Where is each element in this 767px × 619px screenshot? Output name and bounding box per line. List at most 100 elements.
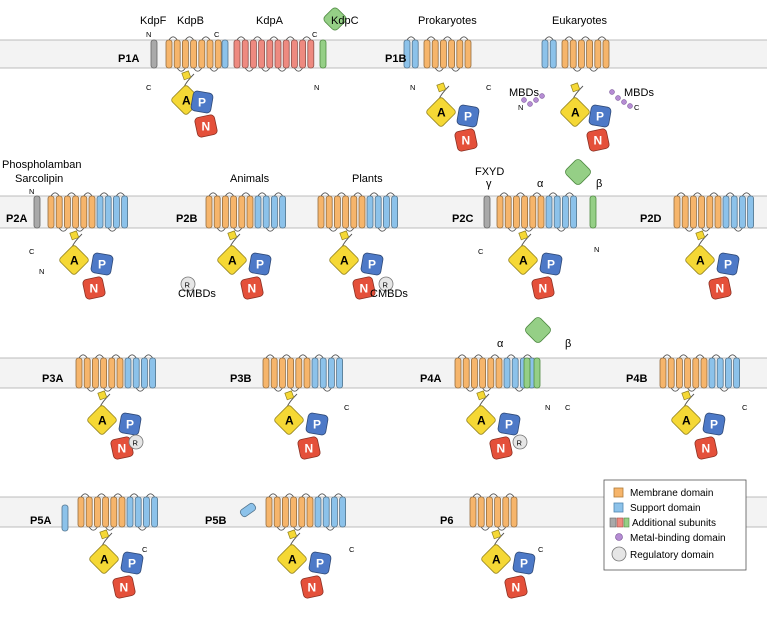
p3b-c: C bbox=[344, 403, 350, 412]
p4a-membrane-helix bbox=[470, 357, 478, 389]
kdpa-helix bbox=[274, 39, 282, 69]
p2b-animals-membrane-helix bbox=[238, 195, 246, 229]
p2c-n-letter: N bbox=[539, 282, 548, 296]
p6-a-domain bbox=[481, 544, 511, 574]
label-eukaryotes: Eukaryotes bbox=[552, 15, 608, 27]
p5a-support-loop bbox=[137, 526, 147, 531]
p5b-membrane-loop bbox=[268, 493, 278, 498]
kdpa-loop bbox=[269, 36, 279, 41]
p5b-support-helix bbox=[314, 496, 322, 528]
p3a-membrane-loop bbox=[103, 387, 113, 392]
p2d-membrane-helix bbox=[714, 195, 722, 229]
metal-binding-domain-right bbox=[609, 89, 615, 95]
p2a-membrane-loop bbox=[58, 227, 68, 232]
p1b-prok-n-domain bbox=[454, 128, 478, 152]
p4b-membrane-helix bbox=[676, 357, 683, 389]
p5a-support-helix bbox=[142, 496, 150, 528]
p2b-animals-support-helix bbox=[262, 195, 270, 229]
p5a-support-helix bbox=[134, 496, 142, 528]
p3b-support-loop bbox=[331, 354, 340, 359]
p4a-membrane-loop bbox=[474, 354, 483, 359]
p1b-euk-p-letter: P bbox=[596, 110, 604, 124]
p2b-animals-p-letter: P bbox=[256, 258, 264, 272]
p4a-membrane-loop bbox=[490, 354, 500, 359]
p6-c: C bbox=[538, 545, 544, 554]
p1a-kdpa-c: C bbox=[312, 30, 318, 39]
legend-metal-swatch bbox=[615, 533, 623, 541]
p2a-membrane-helix bbox=[72, 195, 79, 229]
kdpa-helix bbox=[282, 39, 290, 69]
metal-binding-domain-right bbox=[621, 99, 627, 105]
p1a-kdpb-c: C bbox=[214, 30, 220, 39]
p5b-membrane-loop bbox=[276, 526, 286, 531]
p5a-a-small-helix bbox=[99, 529, 110, 540]
p3a-support-helix bbox=[124, 357, 132, 389]
p4b-n-letter: N bbox=[702, 442, 711, 456]
p6-p-domain bbox=[512, 551, 536, 575]
metal-binding-domain-right bbox=[615, 95, 621, 101]
p4a-a-small-helix bbox=[476, 390, 487, 401]
p1b-prok-membrane-loop bbox=[459, 36, 469, 41]
p1b-euk-n-letter: N bbox=[594, 134, 603, 148]
p3b-n-domain bbox=[297, 436, 321, 460]
p4b-a-small-helix bbox=[681, 390, 692, 401]
p5a-support-loop bbox=[146, 493, 155, 498]
legend-support-domain: Support domain bbox=[630, 503, 701, 514]
kdpa-loop bbox=[302, 36, 312, 41]
p3b-support-loop bbox=[314, 354, 324, 359]
p2b-animals-support-loop bbox=[265, 227, 275, 232]
p2b-plants-n-letter: N bbox=[360, 282, 369, 296]
p2b-animals-r-letter: R bbox=[185, 281, 191, 290]
legend-metal-binding-domain: Metal-binding domain bbox=[630, 533, 726, 544]
p1a-a-letter: A bbox=[182, 94, 191, 108]
legend-additional-swatch-gray bbox=[609, 517, 617, 528]
p2a-membrane-loop bbox=[83, 192, 93, 197]
p3b-p-domain bbox=[305, 412, 329, 436]
label-mbds-left: MBDs bbox=[509, 87, 539, 99]
p4a-support-helix bbox=[511, 357, 519, 389]
p1a-a-small-helix bbox=[181, 70, 192, 81]
p3b-membrane-helix bbox=[270, 357, 278, 389]
p4b-support-loop bbox=[711, 354, 721, 359]
p2b-animals-support-helix bbox=[270, 195, 278, 229]
p2b-plants-membrane-loop bbox=[345, 227, 355, 232]
legend: Membrane domain Support domain Additiona… bbox=[603, 479, 747, 571]
p6-n-letter: N bbox=[512, 581, 521, 595]
p1b-prok-mbd-loop bbox=[406, 36, 416, 41]
p5a-a-domain bbox=[89, 544, 119, 574]
p4b-support-helix bbox=[708, 357, 716, 389]
p1b-euk-mbd-loop bbox=[544, 36, 554, 41]
p1b-euk-membrane-helix bbox=[569, 39, 577, 69]
p2b-animals-support-loop bbox=[257, 192, 267, 197]
p2a-p-domain bbox=[90, 252, 114, 276]
p1b-prok-membrane-loop bbox=[426, 36, 436, 41]
kdpb-helix bbox=[206, 39, 214, 69]
p2d-membrane-helix bbox=[706, 195, 714, 229]
p4b-membrane-loop bbox=[662, 354, 672, 359]
p2b-plants-a-letter: A bbox=[340, 254, 349, 268]
p2c-membrane-helix bbox=[513, 195, 520, 229]
p1b-prok-p-letter: P bbox=[464, 110, 472, 124]
p6-membrane-helix bbox=[502, 496, 510, 528]
p2b-animals-membrane-loop bbox=[233, 227, 243, 232]
fxyd-helix bbox=[483, 195, 491, 229]
p3a-r-letter: R bbox=[133, 439, 139, 448]
p5a-membrane-helix bbox=[102, 496, 109, 528]
p3a-membrane-loop bbox=[111, 354, 121, 359]
p2c-n-domain bbox=[531, 276, 555, 300]
p5a-membrane-loop bbox=[97, 493, 106, 498]
p2b-animals-regulatory-domain bbox=[180, 276, 196, 292]
p4a-beta-helix-1 bbox=[523, 357, 531, 389]
label-prokaryotes: Prokaryotes bbox=[418, 15, 477, 27]
p3a-membrane-helix bbox=[116, 357, 124, 389]
p5b-membrane-helix bbox=[273, 496, 281, 528]
p2c-support-helix bbox=[545, 195, 553, 229]
p2b-animals-membrane-helix bbox=[230, 195, 238, 229]
p2d-membrane-loop bbox=[684, 227, 694, 232]
kdpa-helix bbox=[307, 39, 315, 69]
p5b-n-letter: N bbox=[308, 581, 317, 595]
p2c-a-domain bbox=[508, 245, 538, 275]
p2a-n: N bbox=[39, 267, 44, 276]
p1b-prok-membrane-helix bbox=[464, 39, 472, 69]
p4b-support-helix bbox=[725, 357, 732, 389]
